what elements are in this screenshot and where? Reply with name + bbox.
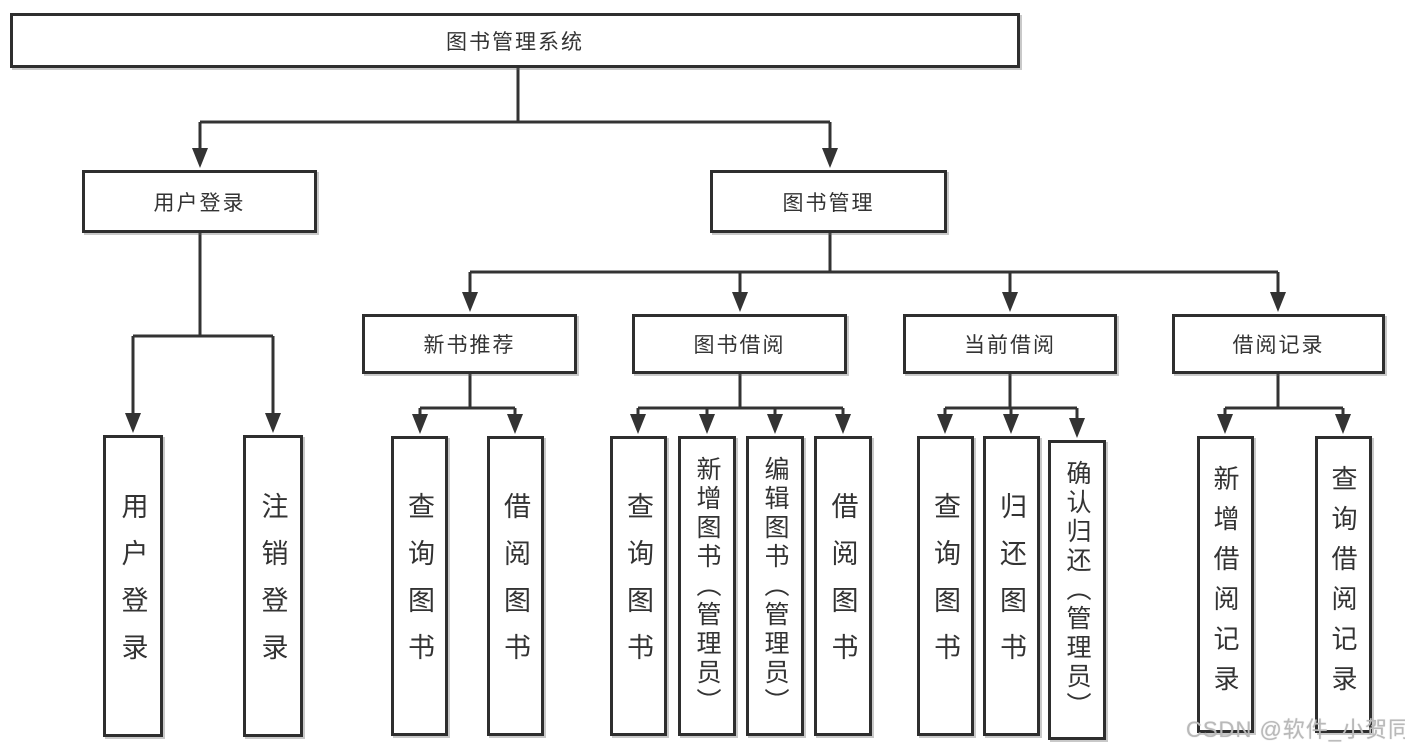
leaf-confirm-return-admin: 确认归还（管理员）: [1048, 440, 1106, 740]
leaf-label: 新增图书（管理员）: [693, 455, 721, 717]
node-current-borrow: 当前借阅: [903, 314, 1117, 374]
node-user-login: 用户登录: [82, 170, 317, 233]
node-root: 图书管理系统: [10, 13, 1020, 68]
node-new-book-recommend: 新书推荐: [362, 314, 577, 374]
leaf-label: 借阅图书: [827, 492, 858, 680]
csdn-watermark: CSDN @软件_小贺同学: [1186, 717, 1405, 742]
leaf-label: 归还图书: [996, 492, 1026, 680]
leaf-borrow-book-2: 借阅图书: [814, 436, 872, 736]
leaf-edit-book-admin: 编辑图书（管理员）: [746, 436, 804, 736]
leaf-add-book-admin: 新增图书（管理员）: [678, 436, 736, 736]
node-borrow-record: 借阅记录: [1172, 314, 1385, 374]
leaf-label: 确认归还（管理员）: [1063, 459, 1091, 721]
leaf-query-book-1: 查询图书: [391, 436, 448, 736]
leaf-add-borrow-record: 新增借阅记录: [1197, 436, 1254, 733]
node-book-management: 图书管理: [710, 170, 947, 233]
node-book-borrow: 图书借阅: [632, 314, 847, 374]
leaf-label: 查询借阅记录: [1328, 464, 1358, 705]
leaf-query-book-2: 查询图书: [610, 436, 667, 736]
leaf-label: 新增借阅记录: [1210, 464, 1240, 705]
leaf-query-book-3: 查询图书: [917, 436, 974, 736]
leaf-user-login: 用户登录: [103, 435, 163, 737]
leaf-label: 编辑图书（管理员）: [761, 455, 789, 717]
leaf-label: 查询图书: [623, 492, 653, 680]
leaf-label: 借阅图书: [500, 492, 530, 680]
leaf-logout: 注销登录: [243, 435, 303, 737]
leaf-borrow-book-1: 借阅图书: [487, 436, 544, 736]
leaf-query-borrow-record: 查询借阅记录: [1315, 436, 1372, 733]
leaf-label: 查询图书: [404, 492, 434, 680]
leaf-label: 注销登录: [257, 492, 288, 680]
leaf-label: 查询图书: [930, 492, 960, 680]
leaf-label: 用户登录: [117, 492, 148, 680]
leaf-return-book: 归还图书: [983, 436, 1040, 736]
